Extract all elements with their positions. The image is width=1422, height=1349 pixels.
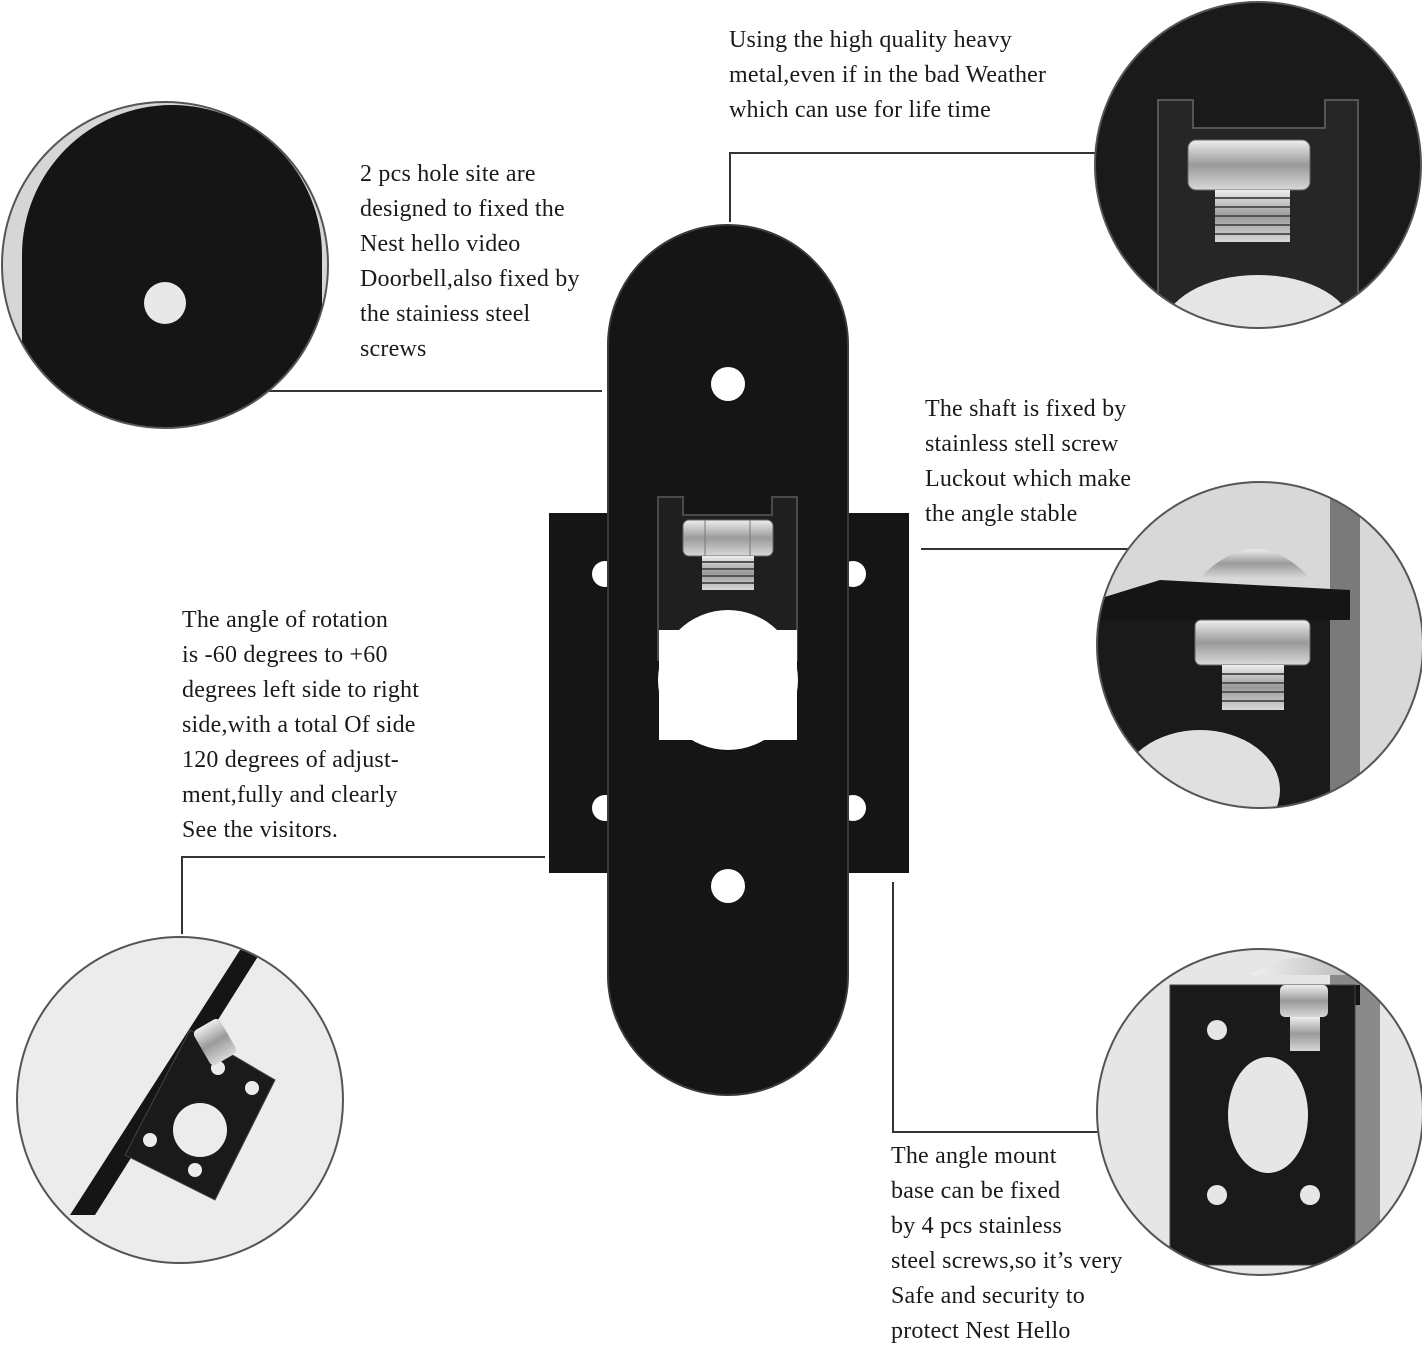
leader-line-rotation [181, 856, 545, 934]
leader-lines [181, 152, 1128, 1133]
detail-circle-rotation [17, 937, 343, 1263]
doorbell-backplate [607, 224, 849, 1096]
caption-line: protect Nest Hello [891, 1318, 1071, 1344]
caption-line: by 4 pcs stainless [891, 1213, 1062, 1239]
caption-line: base can be fixed [891, 1178, 1061, 1204]
detail-circle-metal [1095, 2, 1421, 328]
caption-line: is -60 degrees to +60 [182, 642, 388, 668]
caption-line: The angle mount [891, 1143, 1057, 1169]
caption-line: screws [360, 336, 427, 362]
caption-line: metal,even if in the bad Weather [729, 62, 1047, 88]
caption-line: See the visitors. [182, 817, 339, 843]
caption-line: side,with a total Of side [182, 712, 416, 738]
caption-metal: Using the high quality heavy metal,even … [729, 23, 1046, 128]
caption-line: degrees left side to right [182, 677, 420, 703]
leader-line-base [892, 882, 1098, 1133]
caption-line: 2 pcs hole site are [360, 161, 536, 187]
caption-line: Doorbell,also fixed by [360, 266, 580, 292]
caption-line: Safe and security to [891, 1283, 1085, 1309]
caption-line: ment,fully and clearly [182, 782, 398, 808]
caption-line: 120 degrees of adjust- [182, 747, 400, 773]
caption-base: The angle mount base can be fixed by 4 p… [891, 1139, 1123, 1349]
caption-line: Nest hello video [360, 231, 521, 257]
caption-line: designed to fixed the [360, 196, 565, 222]
caption-line: Using the high quality heavy [729, 27, 1012, 53]
caption-line: Luckout which make [925, 466, 1132, 492]
caption-line: The angle of rotation [182, 607, 389, 633]
caption-shaft: The shaft is fixed by stainless stell sc… [925, 392, 1131, 532]
caption-line: the stainiess steel [360, 301, 531, 327]
caption-rotation: The angle of rotation is -60 degrees to … [182, 603, 419, 848]
detail-circle-shaft [1097, 482, 1422, 808]
caption-line: the angle stable [925, 501, 1078, 527]
caption-holes: 2 pcs hole site are designed to fixed th… [360, 157, 580, 367]
detail-circle-base [1097, 949, 1422, 1275]
leader-line-metal [729, 152, 1097, 222]
detail-circle-hole [2, 102, 328, 428]
caption-line: steel screws,so it’s very [891, 1248, 1123, 1274]
caption-line: The shaft is fixed by [925, 396, 1127, 422]
caption-line: stainless stell screw [925, 431, 1119, 457]
caption-line: which can use for life time [729, 97, 991, 123]
